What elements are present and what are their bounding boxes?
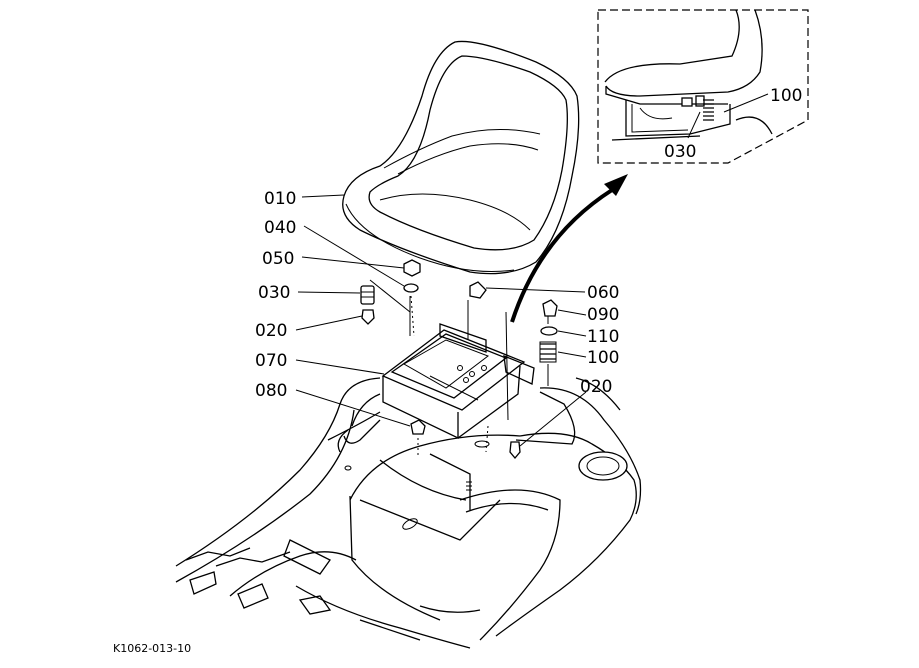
label-seat: 010 xyxy=(264,189,296,209)
drawing-code: K1062-013-10 xyxy=(113,642,191,655)
label-washer: 040 xyxy=(264,218,296,238)
seat-010 xyxy=(342,40,580,275)
inset-bolt-label: 030 xyxy=(664,142,696,162)
detail-arrow xyxy=(510,174,628,323)
inset-spring-label: 100 xyxy=(770,86,802,106)
label-nut: 050 xyxy=(262,249,294,269)
label-knob: 060 xyxy=(587,283,619,303)
label-pin-left: 020 xyxy=(255,321,287,341)
leader-lines xyxy=(295,194,587,447)
hardware xyxy=(360,259,558,491)
label-bolt-left: 030 xyxy=(258,283,290,303)
label-spring: 100 xyxy=(587,348,619,368)
seat-bracket-070 xyxy=(381,323,535,440)
tractor-body xyxy=(175,377,642,649)
detail-inset: 100 030 xyxy=(597,9,809,164)
label-bolt-right: 090 xyxy=(587,305,619,325)
label-bracket: 070 xyxy=(255,351,287,371)
label-washer-right: 110 xyxy=(587,327,619,347)
label-pin-right: 020 xyxy=(580,377,612,397)
part-labels: 010 040 050 030 020 070 080 060 090 110 … xyxy=(113,189,619,655)
label-nut-lower: 080 xyxy=(255,381,287,401)
